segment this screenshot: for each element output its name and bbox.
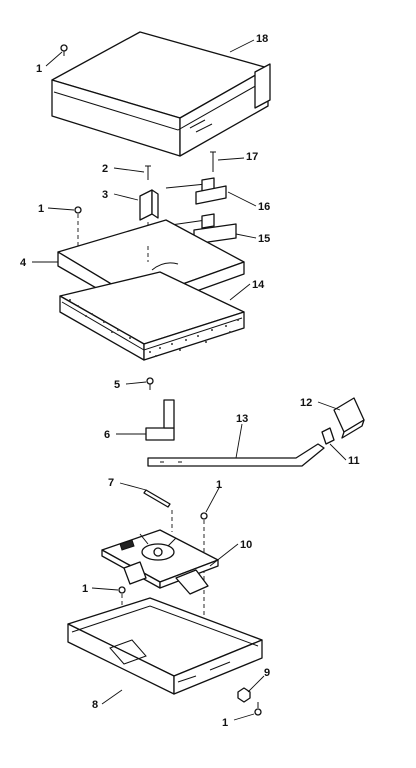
- callout-1-bottom: 1: [222, 717, 228, 729]
- leader-lines: [32, 39, 347, 721]
- callout-4: 4: [20, 257, 27, 269]
- part-17-pin: [210, 151, 216, 172]
- part-8-bottom-pan: [67, 597, 263, 695]
- part-9-nut: [237, 687, 251, 703]
- callout-8: 8: [92, 699, 98, 711]
- part-11-knob-stem: [321, 427, 335, 445]
- part-6-bracket: [145, 399, 175, 441]
- callout-10: 10: [240, 539, 252, 551]
- callout-7: 7: [108, 477, 114, 489]
- callout-1-mid: 1: [38, 203, 44, 215]
- callout-3: 3: [102, 189, 108, 201]
- callout-18: 18: [256, 33, 268, 45]
- part-13-lever-arm: [147, 443, 325, 467]
- part-5-screw: [146, 377, 154, 390]
- callout-14: 14: [252, 279, 265, 291]
- callout-6: 6: [104, 429, 110, 441]
- callout-1-top: 1: [36, 63, 42, 75]
- part-1-screw-top: [60, 44, 68, 56]
- callout-13: 13: [236, 413, 248, 425]
- callout-labels: 1 18 2 17 3 16 1 15 4 14 5 12 13 6 11 7 …: [20, 33, 360, 729]
- part-10-switch-base: [101, 529, 219, 595]
- part-3-clip: [139, 189, 159, 250]
- callout-11: 11: [348, 455, 360, 467]
- part-18-top-cover: [51, 31, 271, 157]
- callout-16: 16: [258, 201, 270, 213]
- box-speckle-texture: [69, 299, 239, 357]
- callout-17: 17: [246, 151, 258, 163]
- part-16-brackets: [163, 177, 227, 229]
- part-2-pin: [145, 165, 151, 180]
- part-1-screw-bottom: [254, 702, 262, 716]
- callout-5: 5: [114, 379, 120, 391]
- callout-12: 12: [300, 397, 312, 409]
- part-12-knob: [333, 397, 365, 439]
- part-1-screw-low: [200, 512, 208, 662]
- part-7-spring-clip: [143, 489, 173, 532]
- callout-1-low: 1: [216, 479, 222, 491]
- callout-15: 15: [258, 233, 270, 245]
- callout-9: 9: [264, 667, 270, 679]
- part-14-insulated-box: [59, 271, 245, 361]
- callout-2: 2: [102, 163, 108, 175]
- callout-1-base: 1: [82, 583, 88, 595]
- part-1-screw-mid: [74, 206, 82, 246]
